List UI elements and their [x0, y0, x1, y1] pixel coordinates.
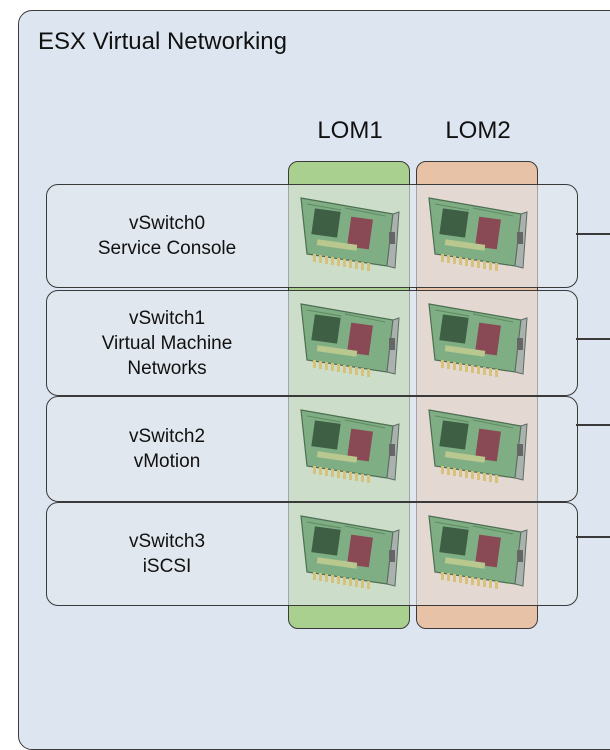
vswitch2-label: vSwitch2 vMotion: [47, 397, 287, 501]
lom1-label: LOM1: [317, 117, 383, 144]
vswitch0-label: vSwitch0 Service Console: [47, 185, 287, 287]
vswitch0-uplink-line: [576, 233, 610, 235]
vswitch2-name: vSwitch2: [128, 426, 206, 447]
vswitch2-role: vMotion: [133, 451, 201, 472]
vswitch3-uplink-line: [576, 536, 610, 538]
network-card-icon: [297, 188, 401, 280]
network-card-icon: [425, 506, 529, 598]
vswitch2-uplink-line: [576, 424, 610, 426]
vswitch1-role-line2: Networks: [127, 357, 207, 379]
lom2-label: LOM2: [445, 117, 511, 144]
vswitch1-uplink-line: [576, 338, 610, 340]
diagram-title: ESX Virtual Networking: [38, 28, 287, 55]
network-card-icon: [297, 294, 401, 386]
vswitch0-role: Service Console: [97, 238, 237, 259]
vswitch1-name: vSwitch1: [128, 307, 206, 329]
vswitch0-name: vSwitch0: [128, 213, 206, 234]
vswitch3-name: vSwitch3: [128, 531, 206, 552]
network-card-icon: [425, 188, 529, 280]
network-card-icon: [297, 400, 401, 492]
network-card-icon: [297, 506, 401, 598]
vswitch3-label: vSwitch3 iSCSI: [47, 503, 287, 605]
network-card-icon: [425, 294, 529, 386]
vswitch3-role: iSCSI: [142, 556, 192, 577]
network-card-icon: [425, 400, 529, 492]
vswitch1-label: vSwitch1 Virtual Machine Networks: [47, 291, 287, 395]
vswitch1-role-line1: Virtual Machine: [101, 332, 233, 354]
